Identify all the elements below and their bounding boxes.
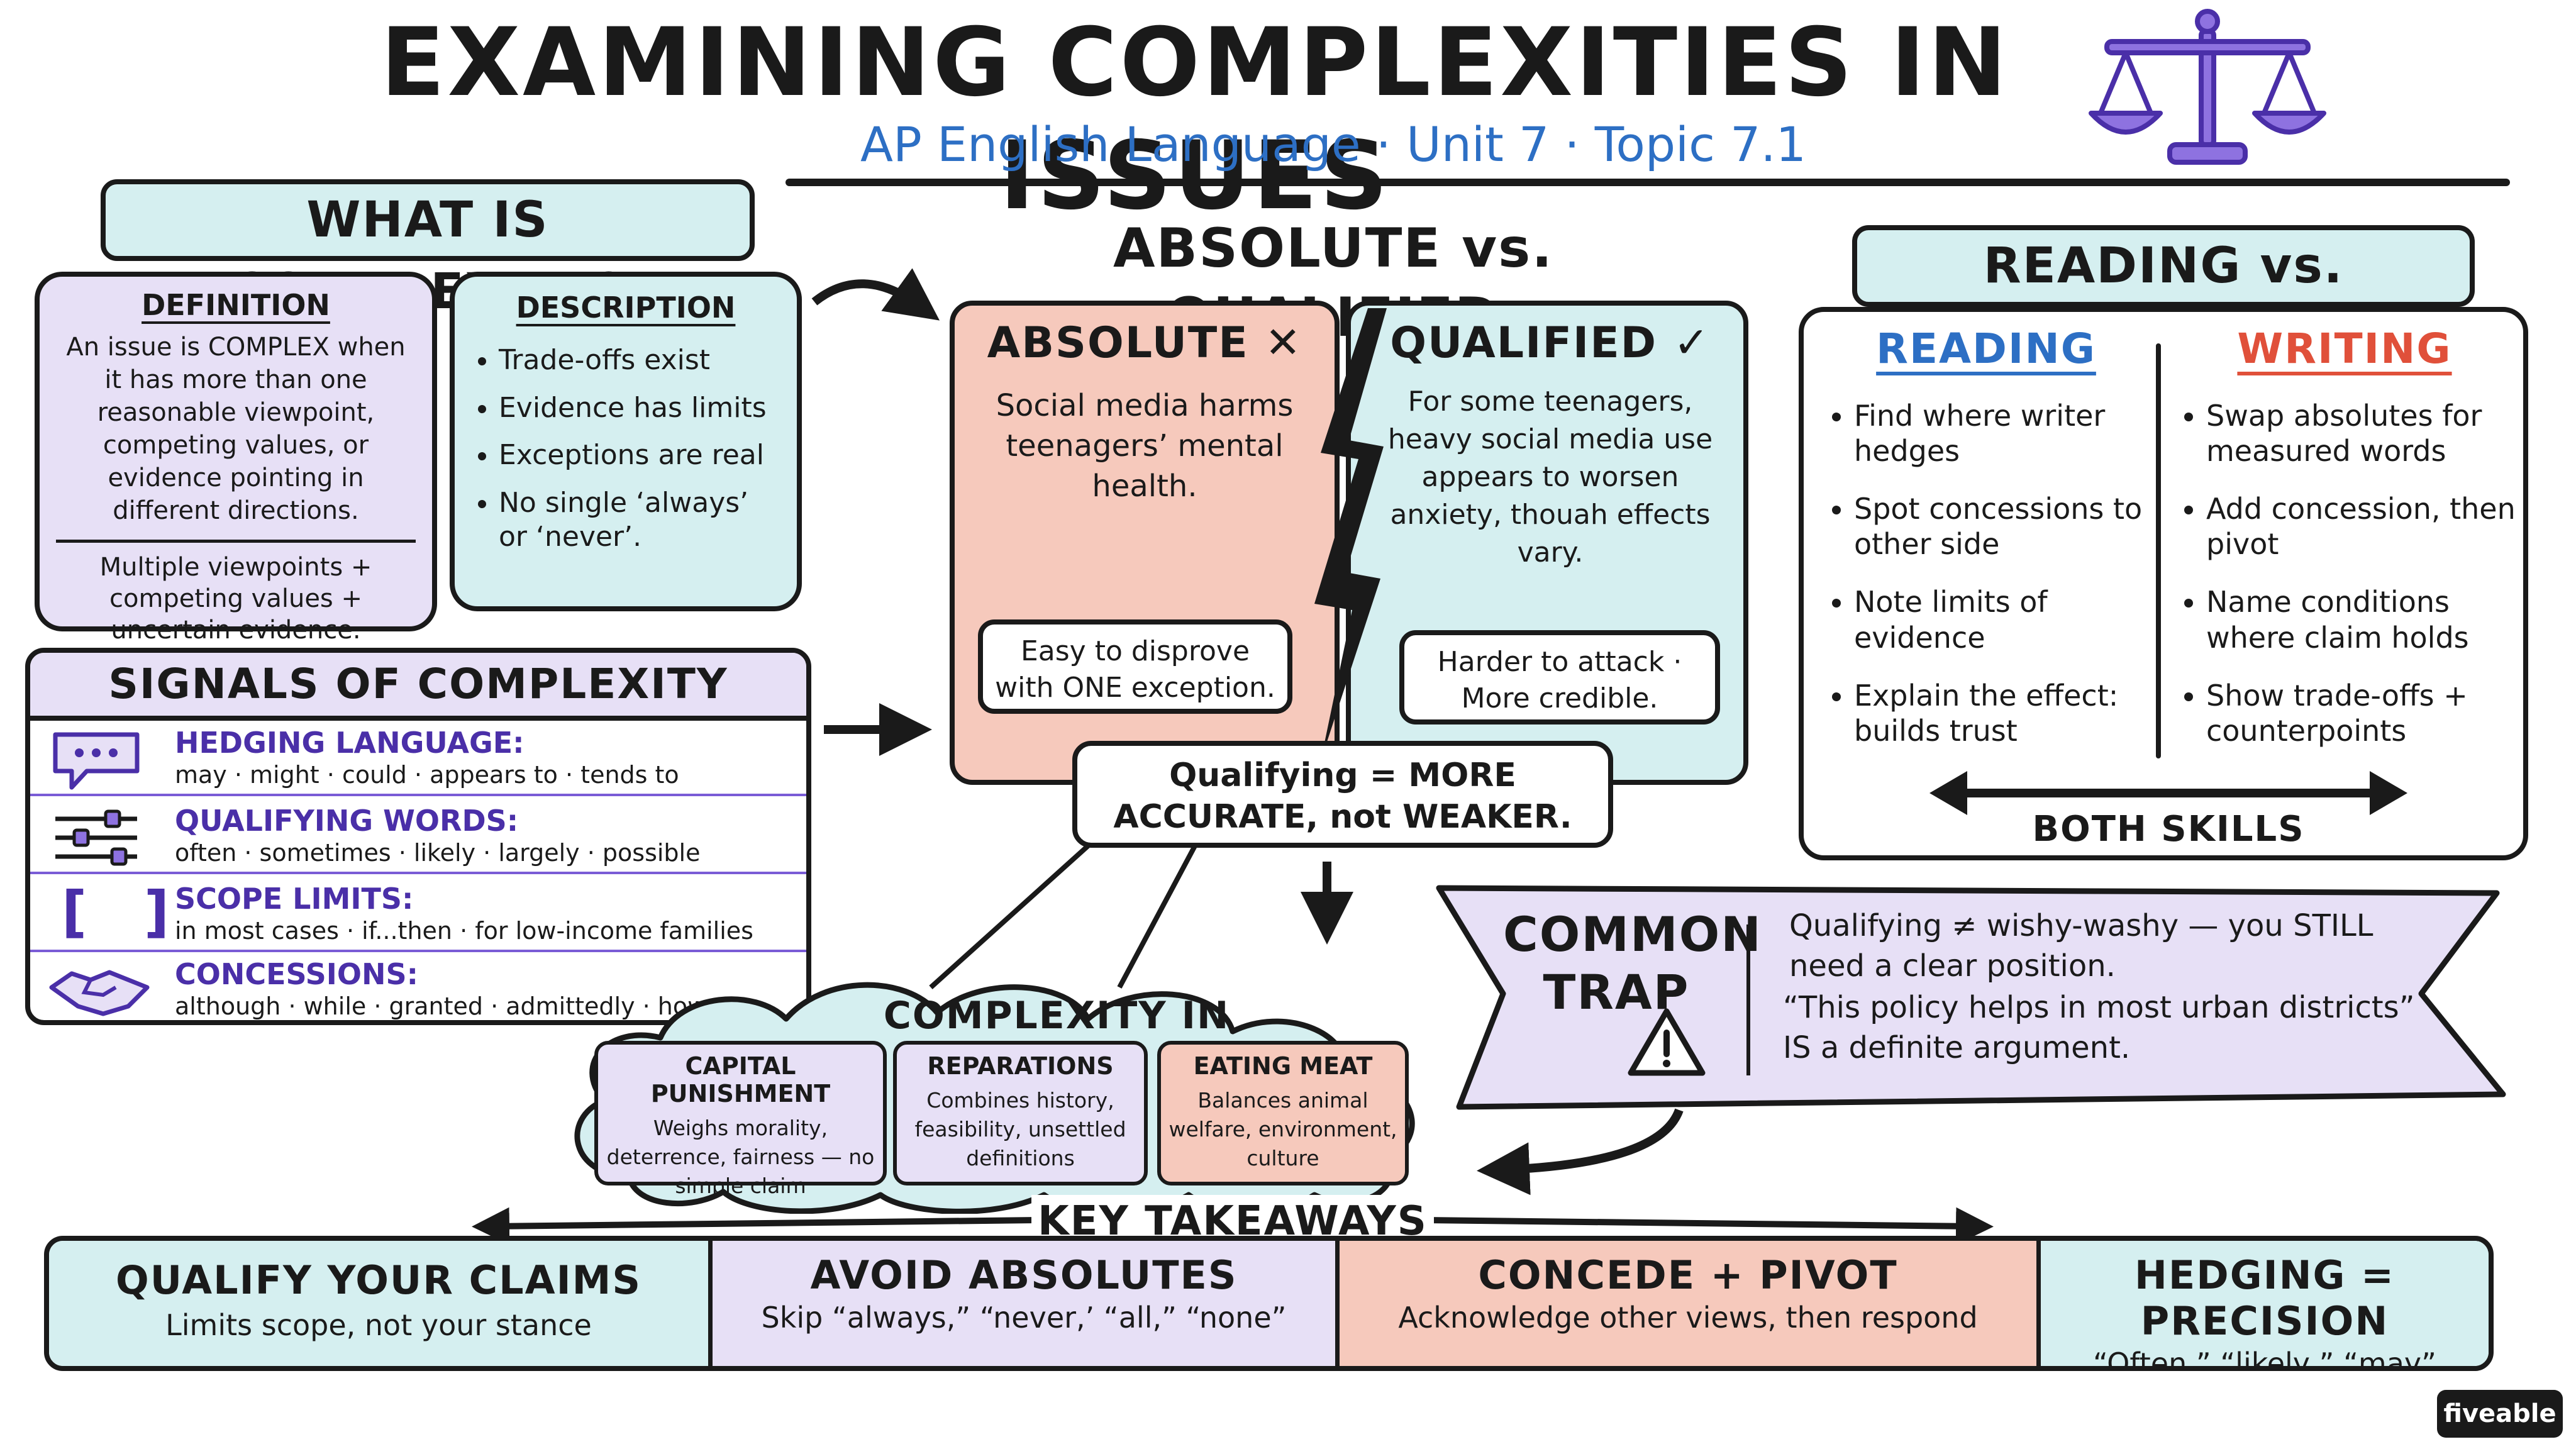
writing-item: Show trade-offs + counterpoints — [2206, 678, 2521, 748]
signals-title-text: SIGNALS OF COMPLEXITY — [108, 660, 728, 708]
description-item: No single ‘always’ or ‘never’. — [499, 486, 784, 553]
action-card-title: EATING MEAT — [1193, 1052, 1373, 1080]
what-is-title: WHAT IS COMPLEXITY? — [101, 179, 755, 320]
description-item: Exceptions are real — [499, 438, 784, 472]
lightning-icon — [1314, 308, 1387, 761]
action-card-title: CAPITAL PUNISHMENT — [650, 1052, 831, 1108]
action-card-eating-meat: EATING MEAT Balances animal welfare, env… — [1157, 1041, 1409, 1185]
reading-item: Spot concessions to other side — [1854, 491, 2156, 562]
sliders-icon — [55, 809, 137, 866]
handshake-icon — [49, 970, 150, 1016]
absolute-qualified-title: ABSOLUTE vs. QUALIFIED — [1113, 217, 1553, 349]
takeaway-text: Limits scope, not your stance — [165, 1308, 592, 1342]
signal-examples: often · sometimes · likely · largely · p… — [175, 839, 701, 867]
action-card-text: Weighs morality, deterrence, fairness — … — [606, 1116, 875, 1198]
signal-row-scope: [ ] SCOPE LIMITS: in most cases · if...t… — [30, 877, 806, 952]
takeaway-qualify: QUALIFY YOUR CLAIMS Limits scope, not yo… — [49, 1241, 713, 1366]
accuracy-callout-text: Qualifying = MORE ACCURATE, not WEAKER. — [1113, 757, 1572, 836]
signals-title: SIGNALS OF COMPLEXITY — [30, 653, 806, 721]
reading-writing-card: READING Find where writer hedges Spot co… — [1799, 307, 2528, 860]
description-heading: DESCRIPTION — [516, 291, 736, 325]
takeaways-bar: QUALIFY YOUR CLAIMS Limits scope, not yo… — [44, 1236, 2494, 1371]
trap-title: COMMON TRAP — [1503, 906, 1762, 1020]
takeaway-hedging: HEDGING = PRECISION “Often,” “likely,” “… — [2041, 1241, 2489, 1366]
absolute-heading: ABSOLUTE ✕ — [987, 318, 1302, 368]
takeaway-text: “Often,” “likely,” “may” carry real mean… — [2092, 1346, 2436, 1371]
signal-label: SCOPE LIMITS: — [175, 882, 414, 916]
trap-banner — [1436, 885, 2506, 1110]
reading-heading: READING — [1876, 325, 2096, 373]
accuracy-callout: Qualifying = MORE ACCURATE, not WEAKER. — [1072, 741, 1613, 848]
signal-label: QUALIFYING WORDS: — [175, 804, 519, 838]
writing-item: Add concession, then pivot — [2206, 491, 2521, 562]
signal-row-concessions: CONCESSIONS: although · while · granted … — [30, 955, 806, 1020]
reading-writing-title: READING vs. WRITING — [1852, 225, 2475, 366]
signal-examples: in most cases · if...then · for low-inco… — [175, 917, 753, 945]
action-card-text: Balances animal welfare, environment, cu… — [1169, 1088, 1397, 1170]
absolute-note-text: Easy to disprove with ONE exception. — [995, 635, 1275, 704]
takeaway-title: AVOID ABSOLUTES — [810, 1252, 1238, 1298]
writing-item: Name conditions where claim holds — [2206, 584, 2521, 655]
signal-label: CONCESSIONS: — [175, 957, 418, 991]
reading-item: Note limits of evidence — [1854, 584, 2156, 655]
both-skills-label: BOTH SKILLS — [2032, 809, 2305, 850]
brand-logo: fiveable — [2437, 1390, 2563, 1438]
takeaway-title: CONCEDE + PIVOT — [1478, 1252, 1898, 1298]
writing-column: WRITING Swap absolutes for measured word… — [2168, 325, 2521, 762]
reading-item: Find where writer hedges — [1854, 398, 2156, 469]
description-card: DESCRIPTION Trade-offs exist Evidence ha… — [450, 272, 802, 611]
page-title: EXAMINING COMPLEXITIES IN ISSUES — [380, 8, 2009, 231]
writing-item: Swap absolutes for measured words — [2206, 398, 2521, 469]
takeaway-concede: CONCEDE + PIVOT Acknowledge other views,… — [1340, 1241, 2041, 1366]
action-card-reparations: REPARATIONS Combines history, feasibilit… — [893, 1041, 1148, 1185]
definition-heading: DEFINITION — [142, 288, 330, 322]
signal-row-hedging: HEDGING LANGUAGE: may · might · could · … — [30, 721, 806, 796]
column-divider — [2156, 343, 2161, 758]
takeaway-text: Acknowledge other views, then respond — [1398, 1301, 1978, 1335]
signal-label: HEDGING LANGUAGE: — [175, 726, 525, 760]
action-card-capital: CAPITAL PUNISHMENT Weighs morality, dete… — [594, 1041, 887, 1198]
action-card-title: REPARATIONS — [927, 1052, 1114, 1080]
double-arrow-icon — [1929, 771, 2407, 815]
signal-row-qualifying: QUALIFYING WORDS: often · sometimes · li… — [30, 799, 806, 874]
brackets-icon: [ ] — [62, 879, 189, 944]
reading-item: Explain the effect: builds trust — [1854, 678, 2156, 748]
qualified-claim: For some teenagers, heavy social media u… — [1387, 386, 1713, 569]
speech-bubble-icon — [53, 732, 140, 790]
description-item: Evidence has limits — [499, 391, 784, 425]
absolute-claim: Social media harms teenagers’ mental hea… — [996, 388, 1294, 504]
warning-icon — [1628, 1008, 1706, 1076]
qualified-heading: QUALIFIED ✓ — [1390, 318, 1711, 368]
definition-text: An issue is COMPLEX when it has more tha… — [66, 333, 406, 525]
takeaway-title: HEDGING = PRECISION — [2135, 1252, 2395, 1344]
reading-column: READING Find where writer hedges Spot co… — [1816, 325, 2156, 762]
trap-line-2: “This policy helps in most urban distric… — [1783, 990, 2415, 1065]
qualified-note-text: Harder to attack · More credible. — [1437, 646, 1682, 714]
definition-formula: Multiple viewpoints + competing values +… — [99, 553, 372, 645]
signals-card: SIGNALS OF COMPLEXITY HEDGING LANGUAGE: … — [25, 648, 811, 1025]
takeaway-avoid: AVOID ABSOLUTES Skip “always,” “never,’ … — [713, 1241, 1340, 1366]
takeaway-title: QUALIFY YOUR CLAIMS — [115, 1257, 641, 1303]
action-card-text: Combines history, feasibility, unsettled… — [914, 1088, 1126, 1170]
definition-card: DEFINITION An issue is COMPLEX when it h… — [35, 272, 437, 645]
description-item: Trade-offs exist — [499, 343, 784, 377]
brand-logo-text: fiveable — [2443, 1399, 2557, 1428]
page-subtitle: AP English Language · Unit 7 · Topic 7.1 — [860, 116, 1806, 172]
takeaway-text: Skip “always,” “never,’ “all,” “none” — [761, 1301, 1287, 1335]
signal-examples: may · might · could · appears to · tends… — [175, 761, 679, 789]
qualified-note: Harder to attack · More credible. — [1399, 630, 1720, 724]
signal-examples: although · while · granted · admittedly … — [175, 992, 761, 1020]
absolute-note: Easy to disprove with ONE exception. — [978, 619, 1292, 714]
writing-heading: WRITING — [2237, 325, 2452, 373]
trap-line-1: Qualifying ≠ wishy-washy — you STILL nee… — [1789, 908, 2373, 984]
scales-icon — [2089, 9, 2326, 165]
